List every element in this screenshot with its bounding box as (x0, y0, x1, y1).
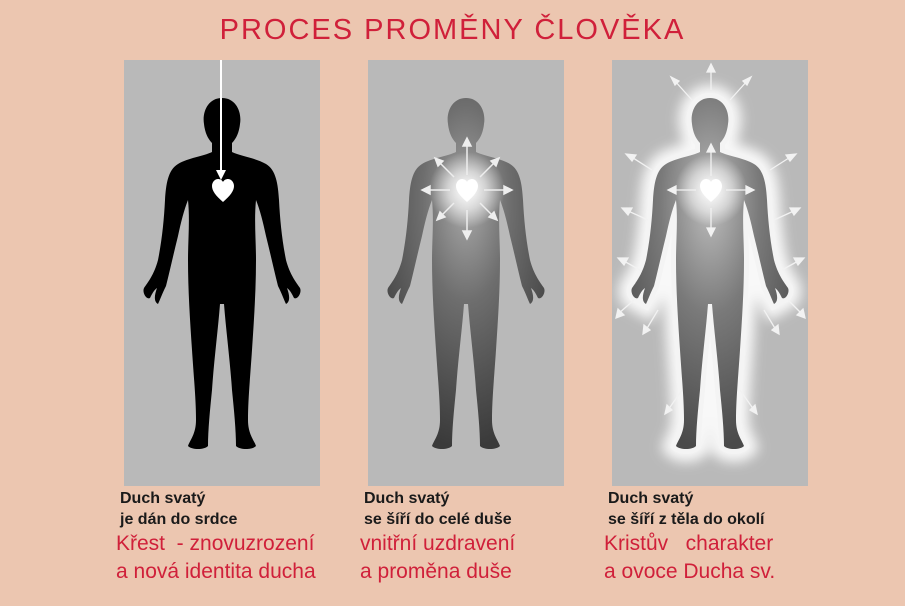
caption-red-line-2: a ovoce Ducha sv. (604, 558, 858, 586)
stage-1-panel (124, 60, 320, 486)
stage-3-panel (612, 60, 808, 486)
caption-line-2: se šíří do celé duše (364, 509, 614, 530)
caption-red-line-2: a nová identita ducha (116, 558, 370, 586)
caption-line-1: Duch svatý (120, 488, 370, 509)
caption-line-1: Duch svatý (364, 488, 614, 509)
caption-red-line-1: Kristův charakter (604, 530, 858, 558)
stage-2-caption: Duch svatý se šíří do celé duše vnitřní … (364, 488, 614, 586)
caption-red-line-1: vnitřní uzdravení (360, 530, 614, 558)
caption-line-1: Duch svatý (608, 488, 858, 509)
caption-red-line-2: a proměna duše (360, 558, 614, 586)
grey-silhouette-icon (368, 60, 564, 486)
caption-red-line-1: Křest - znovuzrození (116, 530, 370, 558)
black-silhouette-icon (124, 60, 320, 486)
caption-line-2: se šíří z těla do okolí (608, 509, 858, 530)
radiant-silhouette-icon (612, 60, 808, 486)
stage-2-panel (368, 60, 564, 486)
caption-line-2: je dán do srdce (120, 509, 370, 530)
stage-3-caption: Duch svatý se šíří z těla do okolí Krist… (608, 488, 858, 586)
page-title: PROCES PROMĚNY ČLOVĚKA (0, 14, 905, 47)
stage-1-caption: Duch svatý je dán do srdce Křest - znovu… (120, 488, 370, 586)
